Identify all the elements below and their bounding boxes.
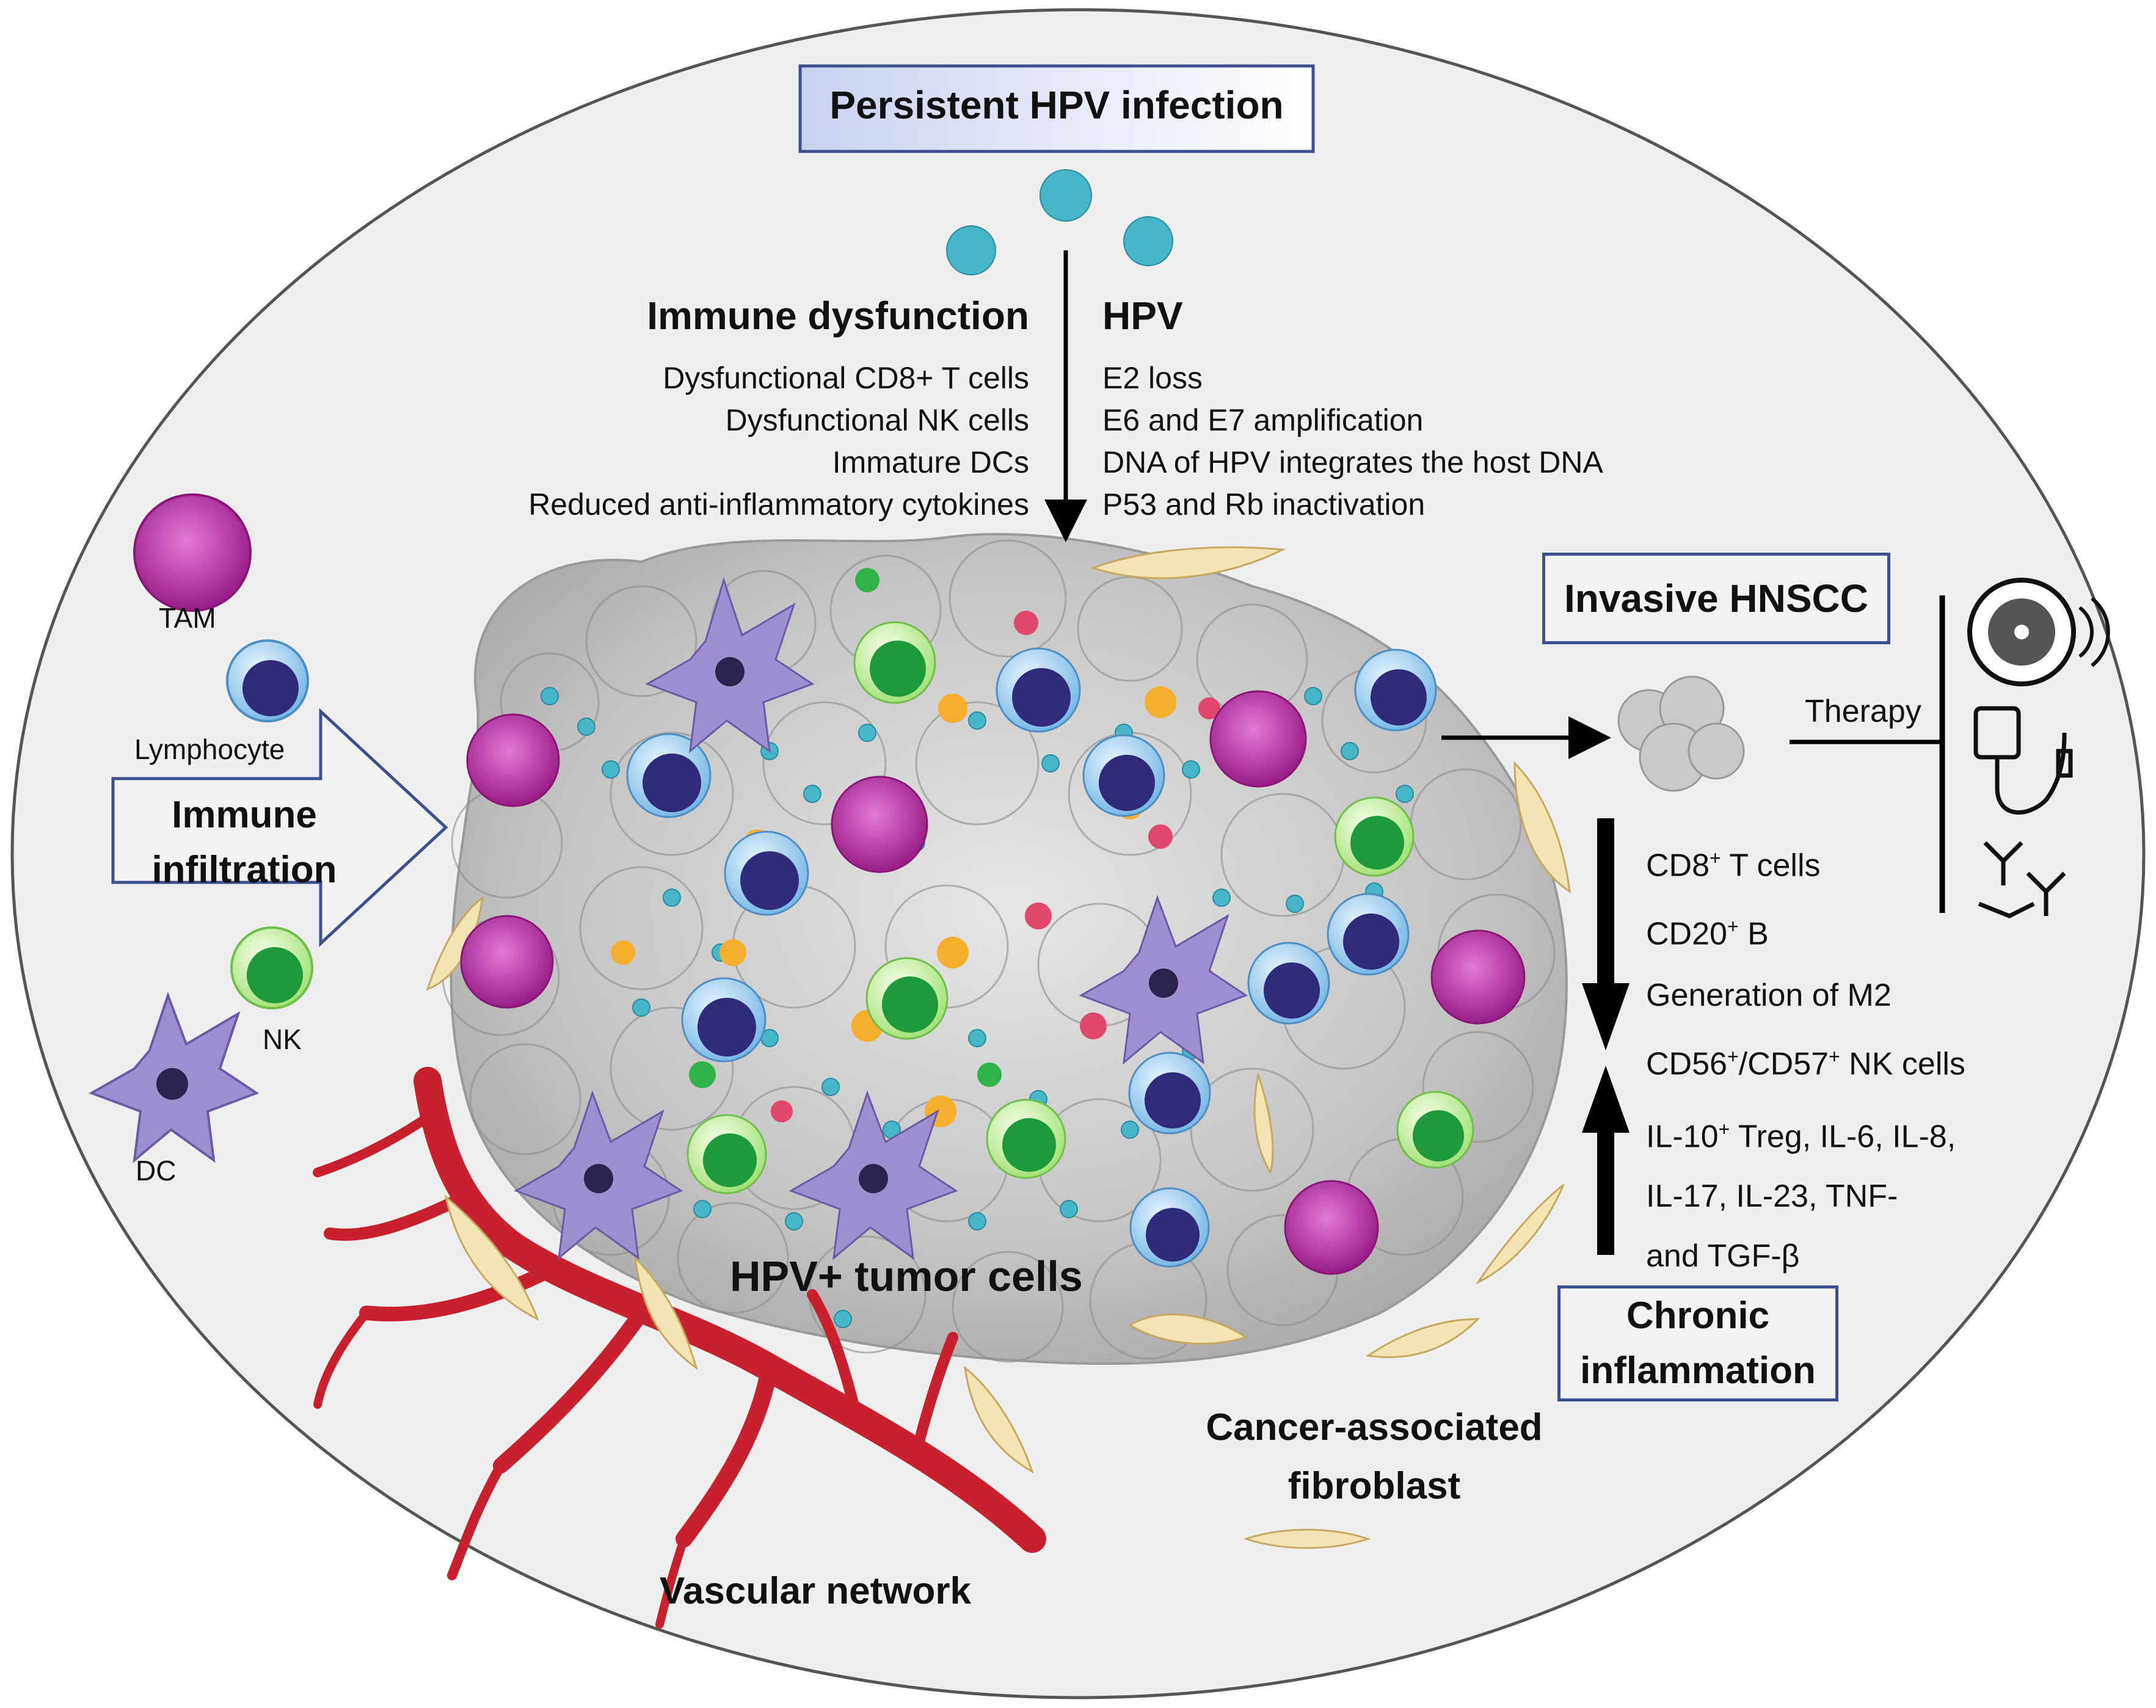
tam-cells [460, 690, 1526, 1275]
down-arrow [1582, 818, 1630, 1050]
vascular-network-label: Vascular network [660, 1570, 972, 1612]
radiation-icon [1967, 578, 2110, 686]
tgf-item: and TGF-β [1646, 1238, 1800, 1274]
therapy-label: Therapy [1805, 694, 1921, 729]
legend-dc-cell [89, 992, 260, 1163]
decreased-factors-list: CD8+ T cells CD20+ B Generation of M2 CD… [1646, 827, 1965, 1094]
m2-generation-item: Generation of M2 [1646, 977, 1892, 1013]
invasive-tumor-cluster [1617, 675, 1745, 792]
legend-lymphocyte-cell [226, 639, 309, 722]
hpv-item: P53 and Rb inactivation [1102, 487, 1426, 521]
cytokine-dots [611, 568, 1220, 1127]
hpv-heading: HPV [1102, 294, 1183, 338]
chronic-inflammation-label: Chronic inflammation [1580, 1295, 1816, 1392]
cd20-b-item: CD20+ B [1646, 915, 1769, 952]
invasive-hnscc-box: Invasive HNSCC [1542, 553, 1890, 644]
antibody-icon [1978, 841, 2066, 918]
fibroblast-cells [426, 546, 1571, 1549]
dc-cells [514, 577, 1248, 1260]
iv-drip-icon [1973, 706, 2073, 815]
immune-dysfunction-list: Dysfunctional CD8+ T cells Dysfunctional… [528, 357, 1029, 526]
hpv-item: E6 and E7 amplification [1102, 403, 1424, 437]
hpv-item: E2 loss [1102, 361, 1203, 395]
cd8-t-cells-item: CD8+ T cells [1646, 847, 1821, 884]
increased-factors-list: IL-10+ Treg, IL-6, IL-8, IL-17, IL-23, T… [1646, 1099, 1956, 1286]
immune-infiltration-arrow [111, 708, 448, 947]
chronic-inflammation-box: Chronic inflammation [1557, 1285, 1838, 1401]
immune-dysfunction-heading: Immune dysfunction [647, 294, 1029, 338]
immune-infiltration-label: Immune infiltration [151, 794, 337, 891]
legend-dc-label: DC [136, 1155, 177, 1187]
legend-nk-cell [230, 926, 313, 1009]
caf-label: Cancer-associated fibroblast [1206, 1406, 1543, 1507]
invasive-hnscc-label: Invasive HNSCC [1564, 576, 1868, 620]
title-box-label: Persistent HPV infection [829, 83, 1284, 127]
legend-lymphocyte-label: Lymphocyte [134, 733, 285, 765]
legend-nk-label: NK [263, 1023, 302, 1055]
hpv-item: DNA of HPV integrates the host DNA [1102, 445, 1603, 479]
tumor-cells-label: HPV+ tumor cells [730, 1252, 1083, 1300]
immune-item: Dysfunctional NK cells [725, 403, 1029, 437]
il10-treg-item: IL-10+ Treg, IL-6, IL-8, [1646, 1118, 1956, 1155]
il17-item: IL-17, IL-23, TNF- [1646, 1179, 1898, 1215]
legend-tam-cell [133, 493, 252, 612]
immune-item: Dysfunctional CD8+ T cells [663, 361, 1029, 395]
up-arrow [1582, 1066, 1630, 1255]
legend-tam-label: TAM [159, 602, 216, 634]
hpv-list: E2 loss E6 and E7 amplification DNA of H… [1102, 357, 1603, 526]
immune-item: Immature DCs [832, 445, 1029, 479]
lymphocyte-cells [626, 647, 1437, 1268]
immune-item: Reduced anti-inflammatory cytokines [528, 487, 1029, 521]
nk-cells-item: CD56+/CD57+ NK cells [1646, 1045, 1965, 1081]
nk-cells [686, 621, 1474, 1194]
title-box-bg [798, 64, 1315, 153]
